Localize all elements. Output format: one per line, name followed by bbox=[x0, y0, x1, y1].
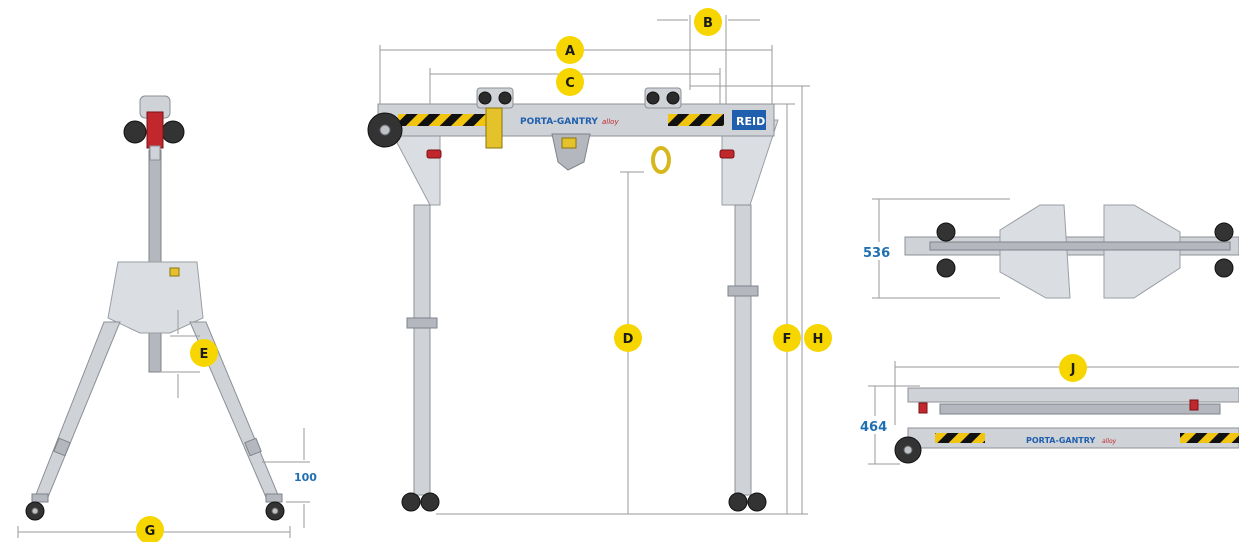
trolley-right-wheel-1 bbox=[646, 91, 660, 105]
hoist-label bbox=[561, 137, 577, 149]
front-wheel-right-2 bbox=[747, 492, 767, 512]
badge-a-circle bbox=[556, 36, 584, 64]
trolley-left-wheel-1 bbox=[478, 91, 492, 105]
reid-badge-text: REID bbox=[736, 115, 765, 128]
folded-side-red-part-2 bbox=[918, 402, 928, 414]
folded-width-value: 536 bbox=[863, 246, 890, 261]
folded-top-wheel-1 bbox=[936, 222, 956, 242]
folded-side-frame bbox=[907, 387, 1239, 403]
badge-b-circle bbox=[694, 8, 722, 36]
badge-h-letter: H bbox=[813, 332, 824, 347]
front-wheel-left-2 bbox=[420, 492, 440, 512]
badge-d: D bbox=[614, 324, 642, 352]
front-leg-clamp-left bbox=[406, 317, 438, 329]
caster-hub-left bbox=[31, 507, 39, 515]
folded-height-bg bbox=[856, 416, 892, 434]
badge-c: C bbox=[556, 68, 584, 96]
front-leg-clamp-right bbox=[727, 285, 759, 297]
beam-end-wheel-hub bbox=[379, 124, 391, 136]
badge-j-circle bbox=[1059, 354, 1087, 382]
badge-e-circle bbox=[190, 339, 218, 367]
folded-brand-text: PORTA-GANTRY bbox=[1026, 436, 1095, 445]
leg-clamp-left bbox=[53, 437, 71, 457]
badge-e-letter: E bbox=[200, 347, 209, 362]
trolley-left-wheel-2 bbox=[498, 91, 512, 105]
front-wheel-left-1 bbox=[401, 492, 421, 512]
lifting-hook bbox=[651, 146, 671, 174]
folded-side-wheel-hub bbox=[903, 445, 913, 455]
side-trolley-hanger bbox=[149, 145, 161, 161]
badge-j: J bbox=[1059, 354, 1087, 382]
badge-c-letter: C bbox=[565, 76, 575, 91]
side-base-plate bbox=[107, 261, 204, 334]
folded-top-plate-right bbox=[1103, 204, 1181, 299]
badge-f-circle bbox=[773, 324, 801, 352]
side-leg-left bbox=[32, 321, 121, 503]
badge-b: B bbox=[694, 8, 722, 36]
side-mast bbox=[148, 149, 162, 373]
badge-g: G bbox=[136, 516, 164, 542]
front-wheel-right-1 bbox=[728, 492, 748, 512]
beam-brand-suffix: alloy bbox=[602, 118, 619, 126]
badge-c-circle bbox=[556, 68, 584, 96]
folded-height-value: 464 bbox=[860, 420, 887, 435]
warning-sticker bbox=[169, 267, 180, 277]
caster-hub-right bbox=[271, 507, 279, 515]
badge-d-letter: D bbox=[623, 332, 634, 347]
badge-d-circle bbox=[614, 324, 642, 352]
badge-h: H bbox=[804, 324, 832, 352]
front-view: PORTA-GANTRY alloy REID bbox=[367, 15, 810, 515]
badge-a-letter: A bbox=[565, 44, 575, 59]
reid-badge bbox=[732, 110, 766, 130]
trolley-right-wheel-2 bbox=[666, 91, 680, 105]
beam-brand-text: PORTA-GANTRY bbox=[520, 117, 598, 127]
folded-side-red-part bbox=[1189, 399, 1199, 411]
letter-badges: A B C D E F G H bbox=[136, 8, 1087, 542]
folded-side-view: PORTA-GANTRY alloy 464 bbox=[856, 361, 1239, 465]
side-view: 100 bbox=[17, 95, 317, 538]
badge-a: A bbox=[556, 36, 584, 64]
folded-top-wheel-4 bbox=[1214, 258, 1234, 278]
front-leg-left bbox=[413, 204, 431, 496]
handle-left bbox=[426, 149, 442, 159]
leg-clamp-right bbox=[244, 437, 262, 457]
foot-height-value: 100 bbox=[294, 471, 317, 484]
folded-width-bg bbox=[858, 242, 898, 260]
folded-top-wheel-2 bbox=[936, 258, 956, 278]
folded-top-plate-left bbox=[999, 204, 1071, 299]
badge-j-letter: J bbox=[1070, 362, 1076, 377]
trolley-left-clamp bbox=[485, 107, 503, 149]
caster-mount-left bbox=[31, 493, 49, 503]
badge-h-circle bbox=[804, 324, 832, 352]
side-trolley-red-bracket bbox=[146, 111, 164, 149]
hazard-stripe-right bbox=[668, 114, 724, 126]
folded-top-wheel-3 bbox=[1214, 222, 1234, 242]
front-leg-right bbox=[734, 204, 752, 496]
folded-top-view: 536 bbox=[858, 198, 1239, 299]
folded-side-tube bbox=[939, 403, 1221, 415]
side-trolley-wheel-left bbox=[123, 120, 147, 144]
badge-e: E bbox=[190, 339, 218, 367]
badge-g-circle bbox=[136, 516, 164, 542]
badge-g-letter: G bbox=[145, 524, 156, 539]
caster-mount-right bbox=[265, 493, 283, 503]
hazard-stripe-left bbox=[398, 114, 493, 126]
folded-brand-suffix: alloy bbox=[1102, 438, 1117, 445]
handle-right bbox=[719, 149, 735, 159]
folded-hazard-right bbox=[1180, 433, 1239, 443]
badge-f: F bbox=[773, 324, 801, 352]
folded-hazard-left bbox=[935, 433, 985, 443]
badge-b-letter: B bbox=[703, 16, 713, 31]
side-trolley-wheel-right bbox=[161, 120, 185, 144]
folded-top-tube bbox=[929, 241, 1231, 251]
badge-f-letter: F bbox=[783, 332, 792, 347]
